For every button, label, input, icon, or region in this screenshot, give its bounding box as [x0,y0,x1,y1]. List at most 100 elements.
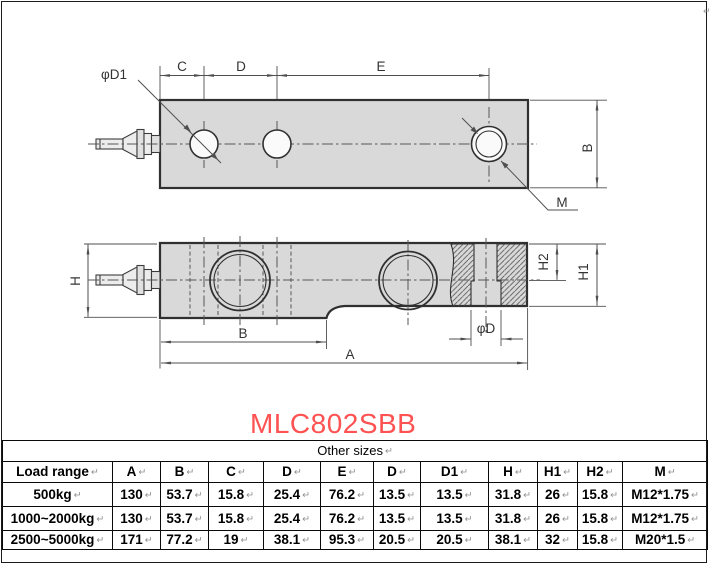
return-mark: ↵ [398,467,407,479]
return-mark: ↵ [690,489,699,501]
cell-text: 77.2 [166,532,193,548]
cell-text: H1 [543,464,562,480]
cell-text: A [126,464,137,480]
cell-text: C [226,464,236,480]
cell-text: M12*1.75 [631,486,689,502]
cell-text: M [654,464,666,480]
table-cell: 53.7↵ [160,506,209,531]
ba-extensions [159,308,529,370]
table-cell: 15.8↵ [577,530,623,550]
table-cell: 13.5↵ [373,482,421,507]
return-mark: ↵ [90,467,99,479]
cell-text: H2 [586,464,604,480]
table-cell: 76.2↵ [320,506,374,531]
table-cell: 15.8↵ [208,506,264,531]
return-mark: ↵ [610,535,619,547]
return-mark: ↵ [523,513,532,525]
cell-text: Other sizes [317,443,383,459]
table-row: 2500~5000kg↵171↵77.2↵19↵38.1↵95.3↵20.5↵2… [2,530,709,550]
cell-text: M12*1.75 [631,510,689,526]
dim-label-h1: H1 [576,263,591,280]
return-mark: ↵ [302,535,311,547]
cell-text: 20.5 [378,532,406,548]
cell-text: 171 [120,532,143,548]
table-cell: 20.5↵ [420,530,489,550]
return-mark: ↵ [563,467,572,479]
return-mark: ↵ [703,6,710,16]
table-cell: 500kg↵ [2,482,113,507]
table-cell: 31.8↵ [488,482,538,507]
return-mark: ↵ [667,467,676,479]
cell-text: 95.3 [328,532,356,548]
cell-text: 2500~5000kg [10,532,95,548]
return-mark: ↵ [407,489,416,501]
shear-hole-2-outer [378,250,438,311]
phi-d1-leader [137,79,222,164]
h-extensions [84,243,157,318]
cell-text: 25.4 [273,510,301,526]
top-view: C D E φD1 M B [88,59,607,211]
table-cell: 13.5↵ [373,506,421,531]
phi-d1-arrow-2 [210,152,218,160]
table-cell: 25.4↵ [263,482,321,507]
column-header: C↵ [208,461,264,483]
return-mark: ↵ [194,535,203,547]
cell-text: 26 [545,486,561,502]
table-title-cell: Other sizes↵ [1,440,709,462]
cell-text: 76.2 [328,486,356,502]
shear-hole-1-outer [209,249,271,312]
dim-label-c: C [177,59,187,74]
shear-hole-1-inner [213,253,267,308]
cell-text: 53.7 [166,510,193,526]
section-hatch-left [449,243,475,307]
cell-text: 15.8 [581,486,609,502]
column-header: D1↵ [420,461,489,483]
return-mark: ↵ [464,513,473,525]
return-mark: ↵ [562,513,570,525]
cell-text: 1000~2000kg [10,510,95,526]
return-mark: ↵ [407,535,416,547]
dim-label-b-side: B [238,326,247,341]
return-mark: ↵ [246,513,255,525]
return-mark: ↵ [302,513,311,525]
cell-text: 31.8 [494,510,522,526]
table-cell: 20.5↵ [373,530,421,550]
return-mark: ↵ [237,467,246,479]
m-leader-arrow [501,161,509,169]
table-cell: 25.4↵ [263,506,321,531]
column-header: H1↵ [537,461,578,483]
return-mark: ↵ [73,489,82,501]
cell-text: D1 [440,464,459,480]
table-cell: 32↵ [537,530,578,550]
cell-text: 500kg [33,486,72,502]
return-mark: ↵ [357,535,366,547]
table-cell: 77.2↵ [160,530,209,550]
cell-text: D [282,464,292,480]
return-mark: ↵ [194,513,203,525]
return-mark: ↵ [514,467,523,479]
return-mark: ↵ [407,513,416,525]
dim-chain-extensions [159,66,490,99]
table-row: 1000~2000kg↵130↵53.7↵15.8↵25.4↵76.2↵13.5… [2,506,709,531]
phi-d1-arrow-1 [183,124,191,132]
table-cell: 31.8↵ [488,506,538,531]
sizes-table: Other sizes↵Load range↵A↵B↵C↵D↵E↵D↵D1↵H↵… [1,440,709,550]
cell-text: H [503,464,513,480]
return-mark: ↵ [96,535,105,547]
table-cell: 13.5↵ [420,482,489,507]
table-cell: 38.1↵ [488,530,538,550]
return-mark: ↵ [562,489,570,501]
return-mark: ↵ [96,513,105,525]
dim-label-e: E [376,59,385,74]
dim-label-phi-d1: φD1 [101,67,127,82]
table-cell: 15.8↵ [208,482,264,507]
table-cell: 130↵ [112,482,161,507]
cell-text: 38.1 [273,532,301,548]
column-header: Load range↵ [2,461,113,483]
column-header: D↵ [263,461,321,483]
table-cell: 15.8↵ [577,506,623,531]
table-cell: 26↵ [537,506,578,531]
cell-text: 15.8 [217,510,245,526]
